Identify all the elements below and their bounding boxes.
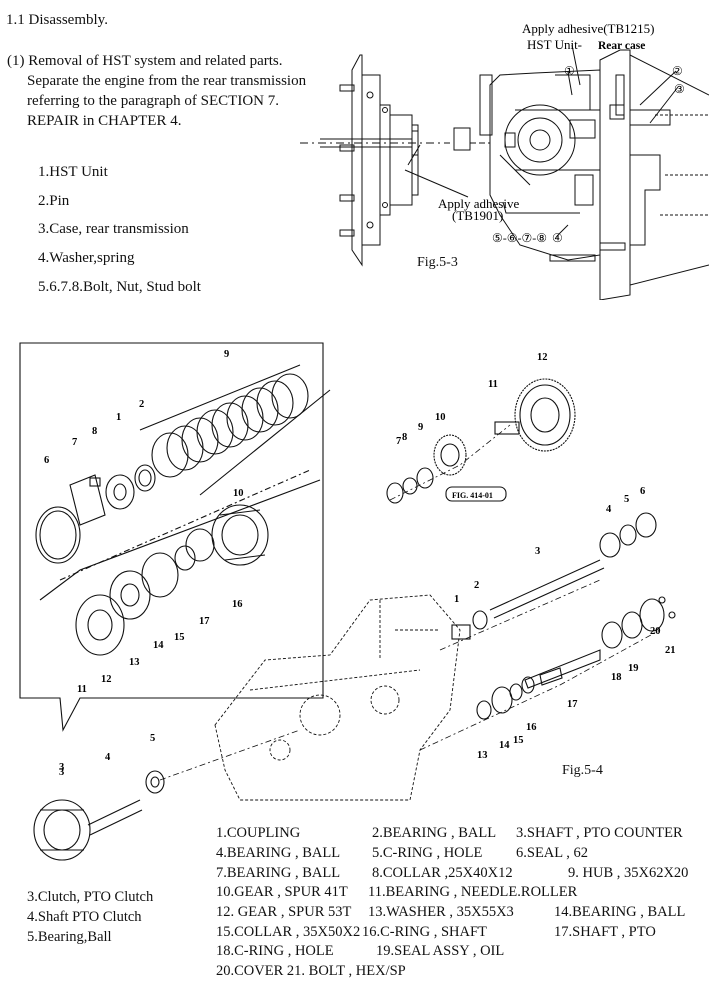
step-line-2: referring to the paragraph of SECTION 7. [27, 93, 279, 109]
parts-item: 4.BEARING , BALL [216, 845, 341, 861]
fig54-detail-number-label: 1 [116, 412, 121, 423]
fig54-part-number-label: 14 [499, 740, 510, 751]
fig53-apply-adhesive-top: Apply adhesive(TB1215) [522, 21, 655, 36]
parts-item: 3.SHAFT , PTO COUNTER [516, 825, 683, 841]
parts-item: 2.BEARING , BALL [372, 825, 497, 841]
fig54-detail-number-label: 14 [153, 640, 164, 651]
parts-item: 11.BEARING , NEEDLE.ROLLER [368, 884, 578, 900]
parts-item: 20.COVER 21. BOLT , HEX/SP [216, 963, 406, 979]
fig54-part-number-label: 2 [474, 580, 479, 591]
parts-item: 7.BEARING , BALL [216, 865, 341, 881]
clutch-legend-item: 3.Clutch, PTO Clutch [27, 889, 154, 905]
fig54-detail-number-label: 3 [59, 762, 64, 773]
fig54-part-number-label: 7 [396, 436, 401, 447]
fig54-detail-number-label: 11 [77, 684, 87, 695]
parts-item: 17.SHAFT , PTO [554, 924, 656, 940]
fig54-part-number-label: 6 [640, 486, 645, 497]
fig54-part-number-label: 8 [402, 432, 407, 443]
fig54-part-number-label: 15 [513, 735, 524, 746]
fig53-callout-3: ③ [674, 82, 685, 96]
fig54-part-number-label: 17 [567, 699, 578, 710]
parts-item: 10.GEAR , SPUR 41T [216, 884, 348, 900]
parts-item: 9. HUB , 35X62X20 [568, 865, 689, 881]
fig54-part-number-label: 3 [535, 546, 540, 557]
fig54-detail-number-label: 8 [92, 426, 97, 437]
fig54-part-number-label: 4 [606, 504, 612, 515]
fig54-detail-number-label: 15 [174, 632, 185, 643]
parts-item: 1.COUPLING [216, 825, 301, 841]
parts-item: 5.C-RING , HOLE [372, 845, 483, 861]
fig54-detail-number-label: 9 [224, 349, 229, 360]
fig54-detail-number-label: 6 [44, 455, 49, 466]
parts-item: 12. GEAR , SPUR 53T [216, 904, 352, 920]
fig53-drawing: Apply adhesive(TB1215) HST Unit- Rear ca… [300, 21, 709, 300]
fig54-part-number-label: 9 [418, 422, 423, 433]
fig53-legend-item: 1.HST Unit [38, 164, 108, 180]
fig54-part-number-label: 12 [537, 352, 548, 363]
step-line-3: REPAIR in CHAPTER 4. [27, 113, 182, 129]
fig53-legend-item: 3.Case, rear transmission [38, 221, 189, 237]
fig53-rear-case-label: Rear case [598, 40, 645, 52]
step-title: (1) Removal of HST system and related pa… [7, 53, 283, 69]
fig54-detail-number-label: 2 [139, 399, 144, 410]
fig54-part-number-label: 20 [650, 626, 661, 637]
fig53-legend-item: 4.Washer,spring [38, 250, 135, 266]
fig53-hst-unit-label: HST Unit- [527, 37, 582, 52]
section-heading: 1.1 Disassembly. [6, 12, 108, 28]
fig54-ref-box-label: FIG. 414-01 [452, 491, 493, 500]
fig54-part-number-label: 1 [454, 594, 459, 605]
fig53-callout-1: ① [564, 64, 575, 78]
fig54-detail-number-label: 12 [101, 674, 112, 685]
fig53-callout-seq: ⑤-⑥-⑦-⑧ [492, 231, 547, 245]
parts-item: 8.COLLAR ,25X40X12 [372, 865, 513, 881]
fig53-callout-2: ② [672, 64, 683, 78]
parts-item: 6.SEAL , 62 [516, 845, 588, 861]
fig54-part-number-label: 16 [526, 722, 537, 733]
parts-item: 16.C-RING , SHAFT [362, 924, 487, 940]
fig54-part-number-label: 13 [477, 750, 488, 761]
fig53-apply-adhesive-bottom: Apply adhesive [438, 196, 519, 211]
clutch-legend-item: 5.Bearing,Ball [27, 929, 112, 945]
fig54-detail-number-label: 7 [72, 437, 77, 448]
fig54-part-number-label: 10 [435, 412, 446, 423]
step-line-1: Separate the engine from the rear transm… [27, 73, 307, 89]
clutch-legend-item: 4.Shaft PTO Clutch [27, 909, 142, 925]
parts-item: 19.SEAL ASSY , OIL [376, 943, 505, 959]
fig54-detail-number-label: 10 [233, 488, 244, 499]
fig53-callout-4: ④ [552, 231, 563, 245]
parts-item: 14.BEARING , BALL [554, 904, 686, 920]
fig53-adhesive-code: (TB1901) [452, 208, 503, 223]
fig54-clutch-number-label: 5 [150, 733, 155, 744]
fig54-part-number-label: 19 [628, 663, 639, 674]
parts-item: 13.WASHER , 35X55X3 [368, 904, 514, 920]
fig54-part-number-label: 18 [611, 672, 622, 683]
fig53-legend-item: 5.6.7.8.Bolt, Nut, Stud bolt [38, 279, 201, 295]
fig54-clutch-number-label: 3 [59, 767, 64, 778]
fig54-detail-number-label: 16 [232, 599, 243, 610]
parts-item: 15.COLLAR , 35X50X2 [216, 924, 361, 940]
fig54-clutch-number-label: 4 [105, 752, 111, 763]
fig54-detail-number-label: 17 [199, 616, 210, 627]
fig54-part-number-label: 21 [665, 645, 676, 656]
fig53-legend-item: 2.Pin [38, 193, 70, 209]
fig53-caption: Fig.5-3 [417, 255, 458, 270]
parts-item: 18.C-RING , HOLE [216, 943, 334, 959]
fig54-part-number-label: 11 [488, 379, 498, 390]
fig54-detail-number-label: 13 [129, 657, 140, 668]
fig54-caption: Fig.5-4 [562, 763, 603, 778]
fig54-part-number-label: 5 [624, 494, 629, 505]
